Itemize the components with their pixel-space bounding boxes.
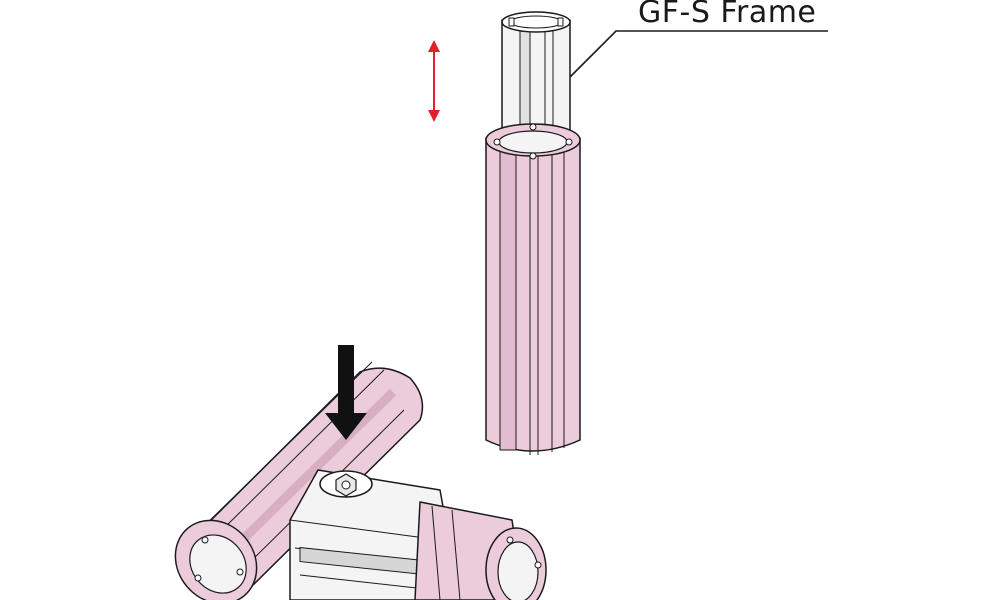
callout-leader-line [568,30,828,79]
frame-callout-label: GF-S Frame [638,0,816,30]
pink-sleeve-vertical [485,123,581,455]
pink-sleeve-horizontal [174,361,424,600]
down-arrow-icon [325,345,367,440]
pink-sleeve-stub [414,501,547,600]
